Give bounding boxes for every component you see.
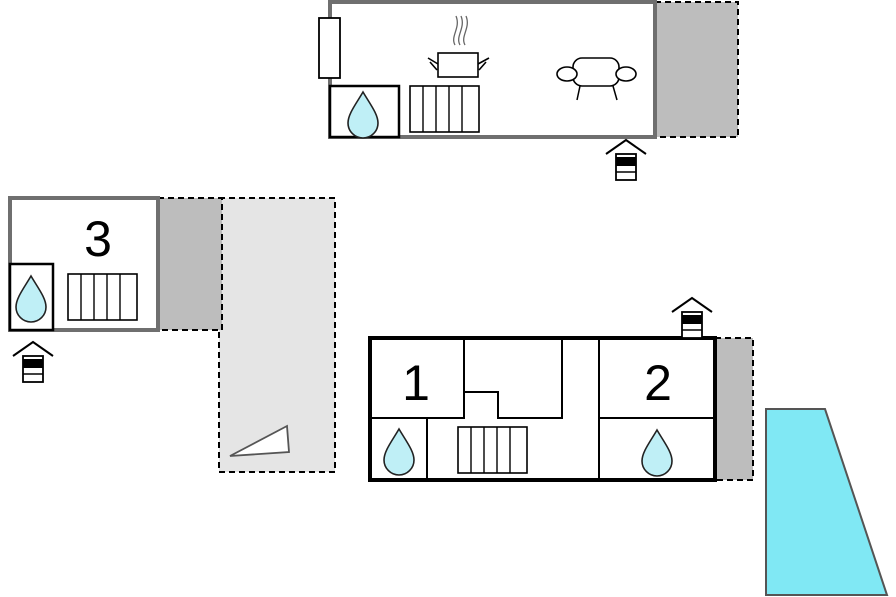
terrace-left <box>157 197 223 331</box>
top-building <box>318 0 739 181</box>
terrace-right <box>714 337 754 481</box>
room-label-3: 3 <box>84 211 112 267</box>
interior-walls <box>370 338 715 480</box>
room-label-2: 2 <box>644 355 672 411</box>
terrace-icon <box>229 424 290 457</box>
bathroom-left <box>8 262 55 332</box>
entrance-door-icon <box>605 139 647 181</box>
radiator-icon <box>457 426 528 474</box>
bottom-building: 1 2 <box>368 297 754 482</box>
sofa-icon <box>556 57 637 101</box>
cooking-pot-icon <box>427 15 490 78</box>
terrace-top <box>654 1 739 138</box>
bathroom-top <box>328 84 401 139</box>
pool-icon <box>765 408 889 596</box>
garden-area <box>218 197 336 473</box>
radiator-icon <box>67 273 138 321</box>
entrance-door-icon <box>12 341 54 383</box>
room-label-1: 1 <box>402 355 430 411</box>
left-building: 3 <box>8 196 336 473</box>
wardrobe-icon <box>318 17 341 79</box>
entrance-door-icon <box>671 297 713 339</box>
radiator-icon <box>409 85 480 133</box>
